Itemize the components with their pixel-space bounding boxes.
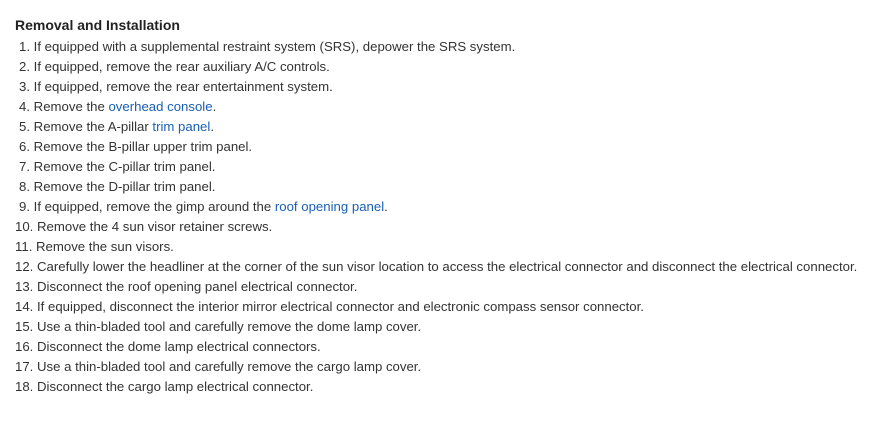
step-6: 6. Remove the B-pillar upper trim panel. xyxy=(15,137,866,157)
step-number: 7. xyxy=(19,159,30,174)
step-text: Use a thin-bladed tool and carefully rem… xyxy=(37,359,422,374)
step-number: 6. xyxy=(19,139,30,154)
step-number: 18. xyxy=(15,379,34,394)
step-text: Disconnect the dome lamp electrical conn… xyxy=(37,339,321,354)
trim-panel-link[interactable]: trim panel xyxy=(152,119,211,134)
step-number: 17. xyxy=(15,359,34,374)
step-text: Remove the xyxy=(33,99,109,114)
step-text-end: . xyxy=(212,99,217,114)
step-11: 11. Remove the sun visors. xyxy=(15,237,866,257)
step-text: If equipped, remove the gimp around the xyxy=(33,199,275,214)
step-text: Remove the A-pillar xyxy=(33,119,153,134)
step-number: 13. xyxy=(15,279,34,294)
step-1: 1. If equipped with a supplemental restr… xyxy=(15,37,866,57)
step-7: 7. Remove the C-pillar trim panel. xyxy=(15,157,866,177)
step-text: Carefully lower the headliner at the cor… xyxy=(37,259,858,274)
step-list: 1. If equipped with a supplemental restr… xyxy=(15,37,866,397)
step-12: 12. Carefully lower the headliner at the… xyxy=(15,257,866,277)
step-number: 11. xyxy=(15,239,33,254)
step-text: Remove the B-pillar upper trim panel. xyxy=(33,139,253,154)
step-5: 5. Remove the A-pillar trim panel. xyxy=(15,117,866,137)
step-text: If equipped, remove the rear entertainme… xyxy=(33,79,333,94)
step-text: Remove the 4 sun visor retainer screws. xyxy=(37,219,273,234)
step-number: 5. xyxy=(19,119,30,134)
step-number: 12. xyxy=(15,259,34,274)
step-number: 2. xyxy=(19,59,30,74)
step-number: 3. xyxy=(19,79,30,94)
step-number: 14. xyxy=(15,299,34,314)
step-number: 4. xyxy=(19,99,30,114)
step-text: Use a thin-bladed tool and carefully rem… xyxy=(37,319,422,334)
step-text: If equipped, disconnect the interior mir… xyxy=(37,299,644,314)
step-text: If equipped with a supplemental restrain… xyxy=(33,39,516,54)
step-18: 18. Disconnect the cargo lamp electrical… xyxy=(15,377,866,397)
step-10: 10. Remove the 4 sun visor retainer scre… xyxy=(15,217,866,237)
section-heading: Removal and Installation xyxy=(15,17,180,33)
step-text-end: . xyxy=(384,199,388,214)
step-text: Disconnect the roof opening panel electr… xyxy=(37,279,358,294)
step-4: 4. Remove the overhead console. xyxy=(15,97,866,117)
step-14: 14. If equipped, disconnect the interior… xyxy=(15,297,866,317)
step-text: If equipped, remove the rear auxiliary A… xyxy=(33,59,330,74)
step-number: 16. xyxy=(15,339,34,354)
step-number: 9. xyxy=(19,199,30,214)
step-number: 1. xyxy=(19,39,30,54)
step-13: 13. Disconnect the roof opening panel el… xyxy=(15,277,866,297)
step-text: Remove the C-pillar trim panel. xyxy=(33,159,216,174)
step-15: 15. Use a thin-bladed tool and carefully… xyxy=(15,317,866,337)
step-text: Remove the sun visors. xyxy=(36,239,174,254)
step-text: Remove the D-pillar trim panel. xyxy=(33,179,216,194)
step-17: 17. Use a thin-bladed tool and carefully… xyxy=(15,357,866,377)
procedure-document: Removal and Installation 1. If equipped … xyxy=(15,17,866,397)
step-9: 9. If equipped, remove the gimp around t… xyxy=(15,197,866,217)
step-2: 2. If equipped, remove the rear auxiliar… xyxy=(15,57,866,77)
step-number: 8. xyxy=(19,179,30,194)
step-text: Disconnect the cargo lamp electrical con… xyxy=(37,379,314,394)
step-number: 15. xyxy=(15,319,34,334)
step-8: 8. Remove the D-pillar trim panel. xyxy=(15,177,866,197)
step-text-end: . xyxy=(210,119,214,134)
roof-opening-panel-link[interactable]: roof opening panel xyxy=(274,199,385,214)
step-3: 3. If equipped, remove the rear entertai… xyxy=(15,77,866,97)
step-number: 10. xyxy=(15,219,34,234)
overhead-console-link[interactable]: overhead console xyxy=(108,99,213,114)
step-16: 16. Disconnect the dome lamp electrical … xyxy=(15,337,866,357)
